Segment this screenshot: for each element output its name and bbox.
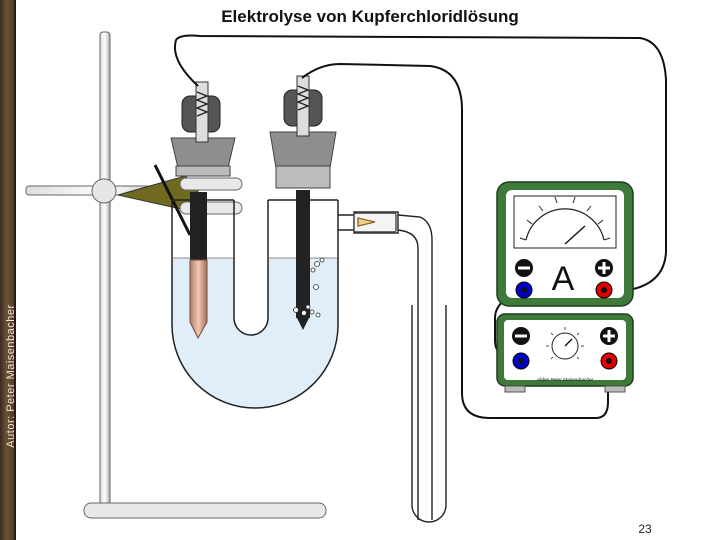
- ammeter: [496, 181, 634, 307]
- ammeter-unit-label: A: [552, 260, 575, 298]
- test-tube: [411, 305, 447, 523]
- page-title: Elektrolyse von Kupferchloridlösung: [221, 7, 519, 26]
- sidebar-decor: Autor: Peter Maisenbacher: [0, 0, 17, 540]
- cathode-electrode: [170, 81, 236, 340]
- power-supply: [496, 313, 634, 393]
- gas-bubbles: [293, 257, 325, 318]
- ammeter-needle: [564, 225, 586, 245]
- anode-electrode: [269, 75, 337, 330]
- side-arm-tube: [338, 211, 433, 520]
- page-number: 23: [638, 522, 652, 536]
- ammeter-scale: [525, 208, 605, 241]
- power-supply-brand: Abbel Peter Maisenbacher: [536, 377, 594, 383]
